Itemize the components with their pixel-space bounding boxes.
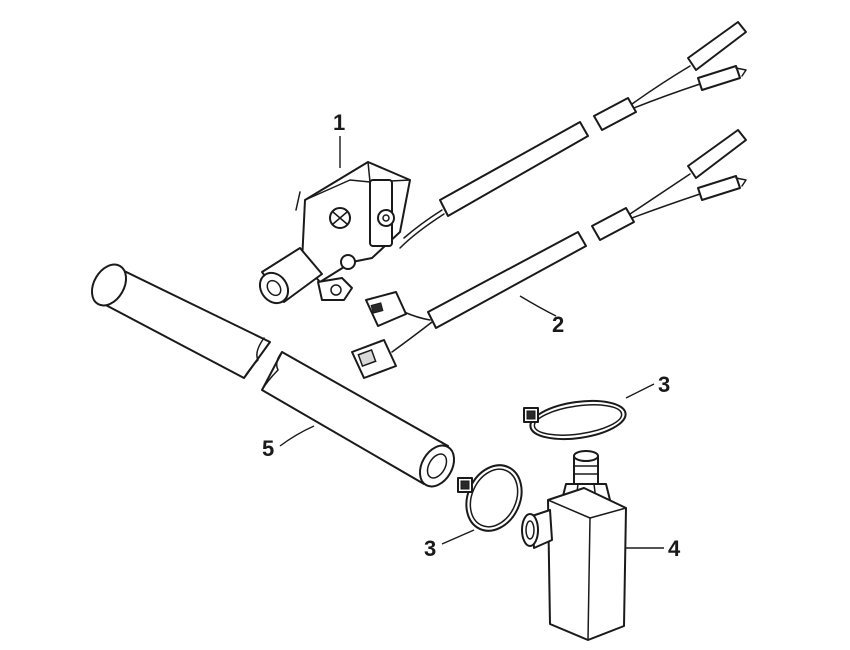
fitting-part-4 [521,450,627,641]
callout-part-2: 2 [552,312,564,337]
cable-tie-upper-part-3 [523,399,627,441]
callout-part-4: 4 [668,536,681,561]
leader-lines [279,136,664,549]
callout-part-3-lower: 3 [424,536,436,561]
hose-part-5 [90,263,456,488]
callout-part-3-upper: 3 [658,372,670,397]
callout-part-1: 1 [333,110,345,135]
wiring-harness-part-2 [351,21,747,379]
cable-tie-lower-part-3 [457,464,523,532]
callout-part-5: 5 [262,436,274,461]
switch-bracket-part-1 [258,161,411,305]
